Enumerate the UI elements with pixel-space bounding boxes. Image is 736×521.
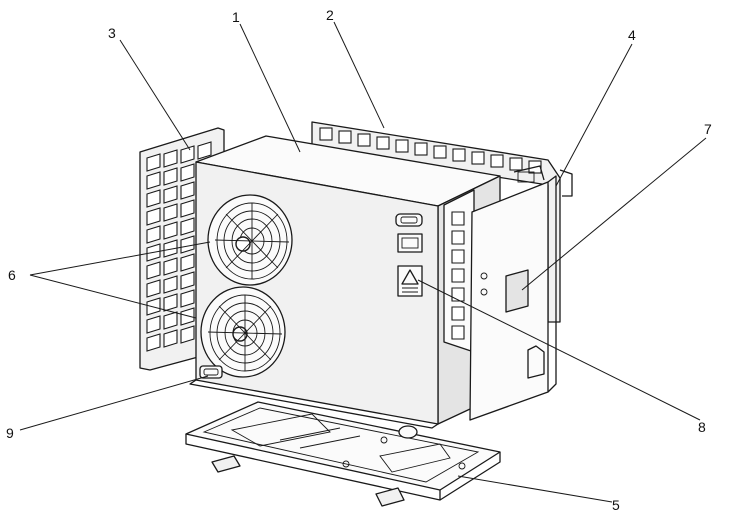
rear-grille-cell [509, 157, 523, 171]
side-grille-cell [451, 325, 465, 340]
left-grille-cell [146, 171, 161, 190]
left-grille-cell [163, 167, 178, 186]
side-grille-cell [451, 249, 465, 264]
left-grille-cell [146, 261, 161, 280]
callout-7: 7 [704, 121, 712, 137]
callout-3: 3 [108, 25, 116, 41]
left-grille-cell [163, 329, 178, 348]
callout-8: 8 [698, 419, 706, 435]
left-grille-cell [180, 181, 195, 200]
left-grille-cell [163, 311, 178, 330]
callout-6: 6 [8, 267, 16, 283]
front-switch-slot-top [395, 213, 423, 227]
callout-4: 4 [628, 27, 636, 43]
left-grille-cell [163, 239, 178, 258]
callout-5: 5 [612, 497, 620, 513]
base-plate [185, 401, 501, 507]
left-grille-cell [180, 163, 195, 182]
left-grille-cell [146, 315, 161, 334]
front-indicator-window [397, 233, 423, 253]
left-grille-cell [180, 199, 195, 218]
lower-left-handle [199, 365, 223, 379]
left-grille-cell [197, 141, 212, 160]
left-grille-cell [180, 325, 195, 344]
left-grille-cell [163, 257, 178, 276]
left-grille-cell [146, 225, 161, 244]
callout-labels: 1 2 3 4 7 6 8 9 5 [6, 7, 712, 513]
left-grille-cell [180, 235, 195, 254]
rear-grille-cell [319, 127, 333, 141]
left-grille-cell [146, 333, 161, 352]
left-grille-cell [163, 275, 178, 294]
left-grille-cell [163, 185, 178, 204]
rear-grille-cell [376, 136, 390, 150]
left-grille-cell [180, 289, 195, 308]
service-cover [505, 269, 529, 313]
side-grille-cell [451, 211, 465, 226]
left-grille-cell [163, 203, 178, 222]
callout-2: 2 [326, 7, 334, 23]
side-grille-cell [451, 268, 465, 283]
rear-grille-cell [338, 130, 352, 144]
left-grille-cell [146, 279, 161, 298]
left-grille-cell [146, 189, 161, 208]
left-grille-cell [146, 153, 161, 172]
left-grille-cell [163, 221, 178, 240]
front-caution-label [397, 265, 423, 297]
left-grille-cell [180, 145, 195, 164]
left-grille-cell [146, 207, 161, 226]
rear-grille-cell [395, 139, 409, 153]
side-grille-strip [443, 189, 475, 353]
left-grille-cell [163, 293, 178, 312]
upper-fan [207, 194, 293, 286]
left-grille-cell [180, 217, 195, 236]
lower-fan [200, 286, 286, 378]
rear-grille-cell [490, 154, 504, 168]
rear-grille-cell [357, 133, 371, 147]
leader-lines [19, 21, 707, 503]
left-grille-cell [180, 271, 195, 290]
rear-grille-cell [452, 148, 466, 162]
left-grille-cell [163, 149, 178, 168]
callout-9: 9 [6, 425, 14, 441]
side-grille-cell [451, 287, 465, 302]
side-grille-cell [451, 306, 465, 321]
callout-1: 1 [232, 9, 240, 25]
side-grille-cell [451, 230, 465, 245]
rear-grille-cell [414, 142, 428, 156]
left-grille-cell [180, 307, 195, 326]
rear-grille-cell [433, 145, 447, 159]
rear-grille-cell [471, 151, 485, 165]
left-grille-cell [180, 253, 195, 272]
